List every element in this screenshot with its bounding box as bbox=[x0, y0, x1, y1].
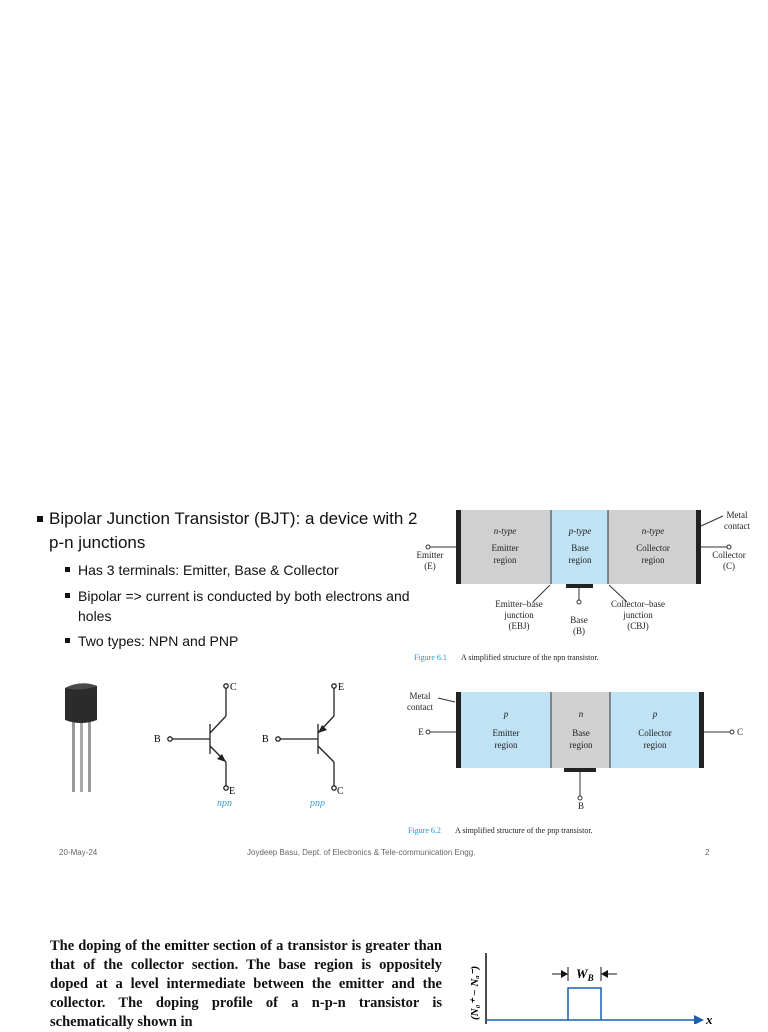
fig2-caption-label: Figure 6.2 bbox=[408, 826, 441, 835]
fig1-right-region-1: Collector bbox=[636, 543, 670, 553]
emitter-region bbox=[460, 510, 551, 584]
pnp-c-label: C bbox=[337, 786, 344, 797]
fig2-mid-region-1: Base bbox=[572, 728, 590, 738]
footer-page-number: 2 bbox=[705, 848, 710, 857]
fig2-metal-2: contact bbox=[407, 702, 433, 712]
npn-caption: npn bbox=[217, 798, 232, 808]
emitter-metal-contact bbox=[456, 692, 461, 768]
fig1-right-region-2: region bbox=[642, 555, 665, 565]
fig1-mid-region-1: Base bbox=[571, 543, 589, 553]
fig1-left-region-2: region bbox=[494, 555, 517, 565]
fig2-mid-type: n bbox=[579, 709, 584, 719]
footer-date: 20-May-24 bbox=[59, 848, 98, 857]
sub-bullet-text: Two types: NPN and PNP bbox=[78, 633, 239, 649]
base-region bbox=[551, 510, 608, 584]
fig1-cbj-3: (CBJ) bbox=[627, 621, 649, 631]
npn-e-label: E bbox=[229, 786, 235, 797]
sub-bullet-text: Bipolar => current is conducted by both … bbox=[78, 588, 410, 624]
bullet-marker bbox=[65, 593, 70, 598]
fig1-base-1: Base bbox=[570, 615, 588, 625]
bullet-marker bbox=[65, 638, 70, 643]
fig2-left-type: p bbox=[503, 709, 509, 719]
transistor-body bbox=[65, 683, 97, 723]
fig1-emitter-1: Emitter bbox=[417, 550, 444, 560]
fig1-left-region-1: Emitter bbox=[492, 543, 519, 553]
fig1-caption-text: A simplified structure of the npn transi… bbox=[461, 653, 599, 662]
fig2-left-region-2: region bbox=[495, 740, 518, 750]
wb-label: WB bbox=[576, 966, 594, 983]
pnp-caption: pnp bbox=[309, 798, 325, 808]
collector-metal-contact bbox=[699, 692, 704, 768]
pnp-b-label: B bbox=[262, 734, 269, 745]
transistor-lead bbox=[72, 722, 75, 792]
npn-c-label: C bbox=[230, 682, 237, 693]
fig1-emitter-2: (E) bbox=[424, 561, 436, 571]
transistor-top bbox=[65, 683, 97, 690]
main-bullet-text: Bipolar Junction Transistor (BJT): a dev… bbox=[49, 509, 418, 552]
fig2-right-region-2: region bbox=[644, 740, 667, 750]
fig2-left-region-1: Emitter bbox=[493, 728, 520, 738]
fig2-mid-region-2: region bbox=[570, 740, 593, 750]
sub-bullet-1: Has 3 terminals: Emitter, Base & Collect… bbox=[65, 560, 410, 580]
fig1-mid-region-2: region bbox=[569, 555, 592, 565]
figure-pnp-structure: Metal contact E C B p Emitter region n B… bbox=[407, 691, 743, 835]
sub-bullet-3: Two types: NPN and PNP bbox=[65, 631, 410, 651]
collector-region bbox=[610, 692, 700, 768]
fig1-ebj-2: junction bbox=[503, 610, 534, 620]
doping-paragraph: The doping of the emitter section of a t… bbox=[50, 938, 442, 1030]
transistor-photo bbox=[65, 683, 97, 792]
fig2-metal-1: Metal bbox=[410, 691, 431, 701]
fig1-metal-2: contact bbox=[724, 521, 750, 531]
emitter-metal-contact bbox=[456, 510, 461, 584]
collector-metal-contact bbox=[696, 510, 701, 584]
base-metal-contact bbox=[564, 768, 596, 772]
fig1-cbj-1: Collector–base bbox=[611, 599, 665, 609]
fig1-ebj-3: (EBJ) bbox=[509, 621, 530, 631]
fig2-right-type: p bbox=[652, 709, 658, 719]
base-doping-profile bbox=[567, 987, 602, 1020]
transistor-lead bbox=[80, 722, 83, 792]
fig2-c-label: C bbox=[737, 727, 743, 737]
doping-profile-plot: WB x (N₀⁺ − Nₐ⁻) bbox=[469, 953, 713, 1024]
fig1-metal-1: Metal bbox=[727, 510, 748, 520]
emitter-region bbox=[460, 692, 551, 768]
fig2-caption-text: A simplified structure of the pnp transi… bbox=[455, 826, 593, 835]
npn-symbol: C B E npn bbox=[154, 682, 237, 808]
transistor-lead bbox=[88, 722, 91, 792]
x-label: x bbox=[705, 1012, 713, 1024]
fig1-base-2: (B) bbox=[573, 626, 585, 636]
base-region bbox=[551, 692, 610, 768]
sub-bullet-text: Has 3 terminals: Emitter, Base & Collect… bbox=[78, 562, 339, 578]
bullet-marker bbox=[37, 516, 43, 522]
figure-npn-structure: n-type Emitter region p-type Base region… bbox=[414, 510, 750, 662]
fig2-b-label: B bbox=[578, 801, 584, 811]
x-axis-arrow bbox=[694, 1015, 704, 1024]
npn-b-label: B bbox=[154, 734, 161, 745]
y-label: (N₀⁺ − Nₐ⁻) bbox=[469, 966, 481, 1020]
pnp-symbol: E B C pnp bbox=[262, 682, 344, 808]
footer-author: Joydeep Basu, Dept. of Electronics & Tel… bbox=[247, 848, 476, 857]
fig1-ebj-1: Emitter–base bbox=[495, 599, 542, 609]
fig2-e-label: E bbox=[418, 727, 424, 737]
fig1-collector-2: (C) bbox=[723, 561, 735, 571]
fig1-collector-1: Collector bbox=[712, 550, 746, 560]
fig2-right-region-1: Collector bbox=[638, 728, 672, 738]
sub-bullet-2: Bipolar => current is conducted by both … bbox=[65, 586, 410, 626]
fig1-caption-label: Figure 6.1 bbox=[414, 653, 447, 662]
fig1-left-type: n-type bbox=[494, 526, 517, 536]
fig1-right-type: n-type bbox=[642, 526, 665, 536]
base-metal-contact bbox=[566, 584, 593, 588]
collector-region bbox=[608, 510, 697, 584]
fig1-mid-type: p-type bbox=[568, 526, 592, 536]
fig1-cbj-2: junction bbox=[622, 610, 653, 620]
main-bullet: Bipolar Junction Transistor (BJT): a dev… bbox=[37, 507, 422, 555]
bullet-marker bbox=[65, 567, 70, 572]
pnp-e-label: E bbox=[338, 682, 344, 693]
